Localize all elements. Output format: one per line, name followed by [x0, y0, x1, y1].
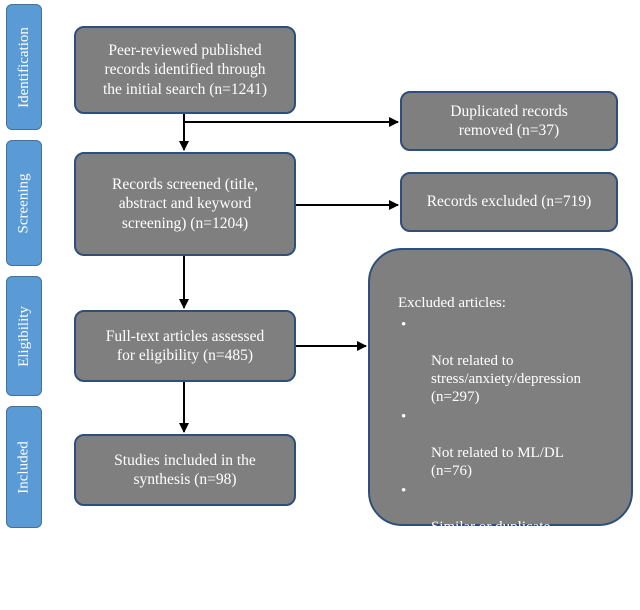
identification-box: Peer-reviewed published records identifi… [74, 26, 296, 114]
excluded-articles-list: • Not related to stress/anxiety/depressi… [398, 316, 619, 610]
bullet-icon: • [401, 409, 407, 425]
list-item: • Non-English (n=3) [398, 556, 619, 610]
included-text: Studies included in the synthesis (n=98) [114, 451, 256, 488]
stage-label-eligibility: Eligibility [6, 276, 42, 396]
excluded-articles-title: Excluded articles: [398, 295, 506, 311]
connector-arrows [179, 114, 399, 433]
excluded-articles-box: Excluded articles: • Not related to stre… [368, 248, 633, 609]
duplicates-removed-box: Duplicated records removed (n=37) [400, 91, 618, 151]
bullet-icon: • [401, 557, 407, 573]
list-item-text: Non-English (n=3) [431, 593, 545, 609]
records-excluded-text: Records excluded (n=719) [426, 193, 592, 211]
included-box: Studies included in the synthesis (n=98) [74, 434, 296, 506]
duplicates-removed-text: Duplicated records removed (n=37) [450, 102, 568, 139]
prisma-flow-diagram: Identification Screening Eligibility Inc… [6, 4, 633, 609]
screening-text: Records screened (title, abstract and ke… [112, 175, 258, 232]
list-item: • Not related to stress/anxiety/depressi… [398, 316, 619, 406]
screening-box: Records screened (title, abstract and ke… [74, 152, 296, 256]
stage-label-identification: Identification [6, 4, 42, 130]
bullet-icon: • [401, 483, 407, 499]
list-item-text: Not related to ML/DL (n=76) [431, 445, 564, 479]
list-item: • Not related to ML/DL (n=76) [398, 408, 619, 480]
eligibility-box: Full-text articles assessed for eligibil… [74, 310, 296, 382]
identification-text: Peer-reviewed published records identifi… [102, 41, 268, 98]
bullet-icon: • [401, 317, 407, 333]
stage-label-screening: Screening [6, 140, 42, 266]
eligibility-text: Full-text articles assessed for eligibil… [105, 327, 265, 364]
stage-label-included: Included [6, 406, 42, 528]
records-excluded-box: Records excluded (n=719) [400, 172, 618, 232]
list-item-text: Similar or duplicate content(n=11) [431, 519, 551, 553]
list-item-text: Not related to stress/anxiety/depression… [431, 353, 581, 405]
list-item: • Similar or duplicate content(n=11) [398, 482, 619, 554]
